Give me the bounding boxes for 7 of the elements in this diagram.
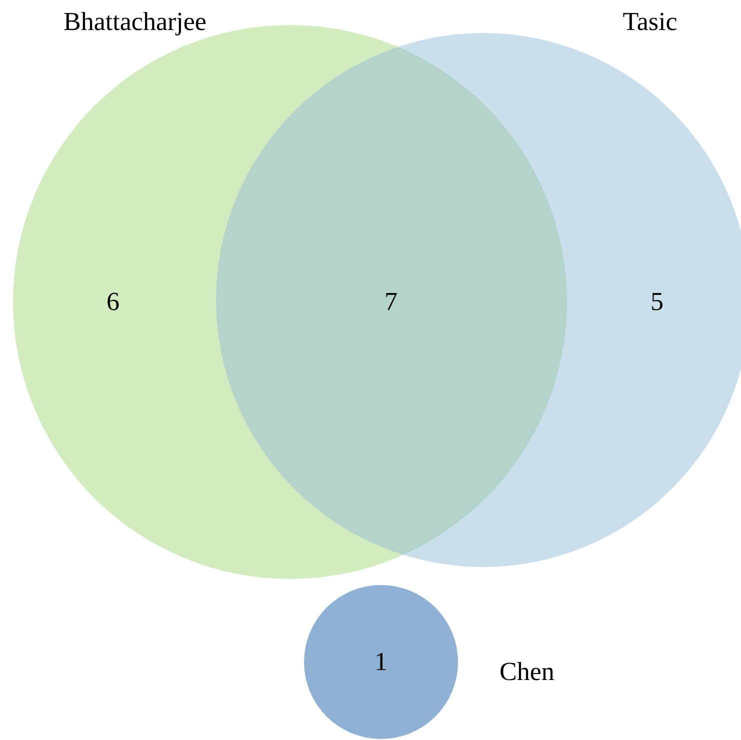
set-name: Chen [500,659,554,685]
set-name: Tasic [622,9,678,35]
count-label: 1 [374,649,388,675]
count-label: 5 [650,289,664,315]
set-name: Bhattacharjee [64,9,206,35]
count-label: 7 [384,289,398,315]
count-label: 6 [106,289,120,315]
